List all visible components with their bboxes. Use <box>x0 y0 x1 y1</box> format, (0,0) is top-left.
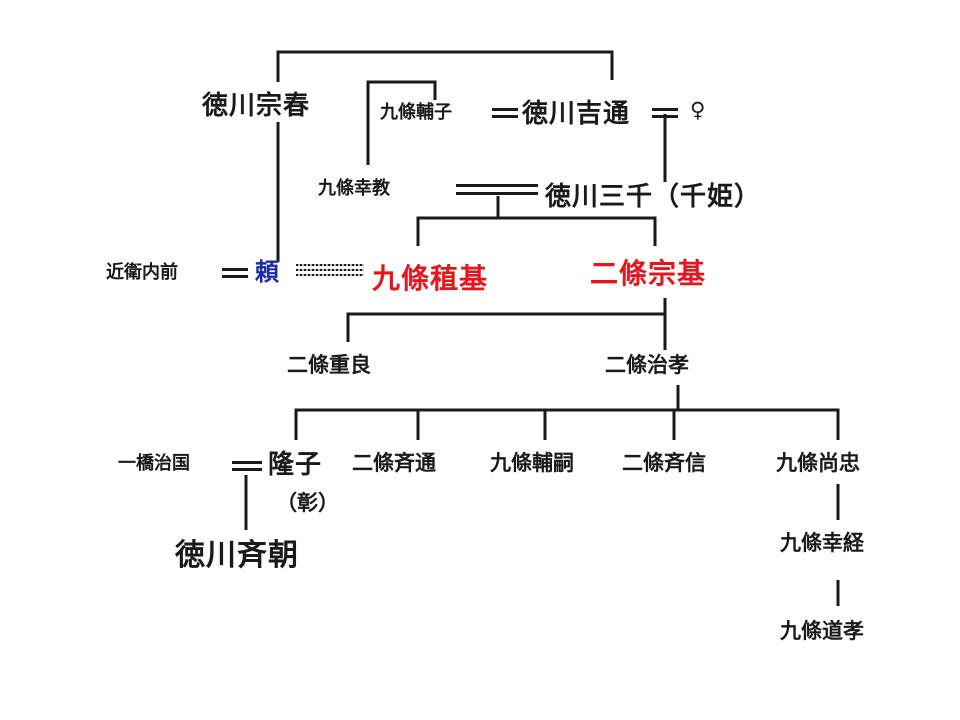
marriage-konoe-yori-bottom <box>222 275 248 278</box>
person-kujo-yukitsune: 九條幸経 <box>780 530 864 555</box>
person-kujo-tanemoto: 九條稙基 <box>372 262 489 295</box>
marriage-yukinori-michi-top <box>456 184 538 187</box>
marriage-hitotsubashi-takako-bottom <box>232 468 262 471</box>
person-kujo-michitaka: 九條道孝 <box>780 618 864 643</box>
person-kujo-teruko: 九條輔子 <box>380 102 452 123</box>
line-top-bracket <box>276 50 614 82</box>
marriage-yoshimichi-female-bottom <box>652 115 678 118</box>
person-tokugawa-yoshimichi: 徳川吉通 <box>522 99 631 129</box>
line-munemoto-bracket <box>346 312 665 342</box>
marriage-konoe-yori-top <box>222 268 248 271</box>
female-symbol: ♀ <box>690 98 706 122</box>
marriage-yukinori-michi-bottom <box>456 192 538 195</box>
person-yori: 頼 <box>255 257 279 286</box>
line-teruko-yukinori <box>366 80 437 165</box>
person-takako: 隆子 <box>268 450 323 480</box>
person-nijo-munemoto: 二條宗基 <box>590 257 707 290</box>
person-tokugawa-michi: 徳川三千（千姫） <box>545 182 762 212</box>
marriage-teruko-yoshimichi-bottom <box>492 115 518 118</box>
person-takako-alias: （彰） <box>276 490 339 515</box>
marriage-yoshimichi-female-top <box>652 108 678 111</box>
adoption-dotted-line <box>296 264 364 276</box>
line-children-bracket <box>416 216 657 246</box>
person-nijo-narinobu: 二條斉信 <box>622 450 706 475</box>
person-tokugawa-muneharu: 徳川宗春 <box>202 91 311 121</box>
line-harutaka-bracket <box>294 408 840 440</box>
person-nijo-harutaka: 二條治孝 <box>605 352 689 377</box>
marriage-teruko-yoshimichi-top <box>492 108 518 111</box>
person-nijo-shigeyoshi: 二條重良 <box>287 352 371 377</box>
person-nijo-narimichi: 二條斉通 <box>352 450 436 475</box>
person-konoe-uchisaki: 近衛内前 <box>106 262 178 283</box>
person-kujo-sukeyoshi: 九條輔嗣 <box>490 450 574 475</box>
person-kujo-yukinori: 九條幸教 <box>318 178 390 199</box>
person-kujo-hisatada: 九條尚忠 <box>776 450 860 475</box>
person-hitotsubashi-harukuni: 一橋治国 <box>118 453 190 474</box>
marriage-hitotsubashi-takako-top <box>232 461 262 464</box>
person-tokugawa-narimoto: 徳川斉朝 <box>175 538 299 573</box>
